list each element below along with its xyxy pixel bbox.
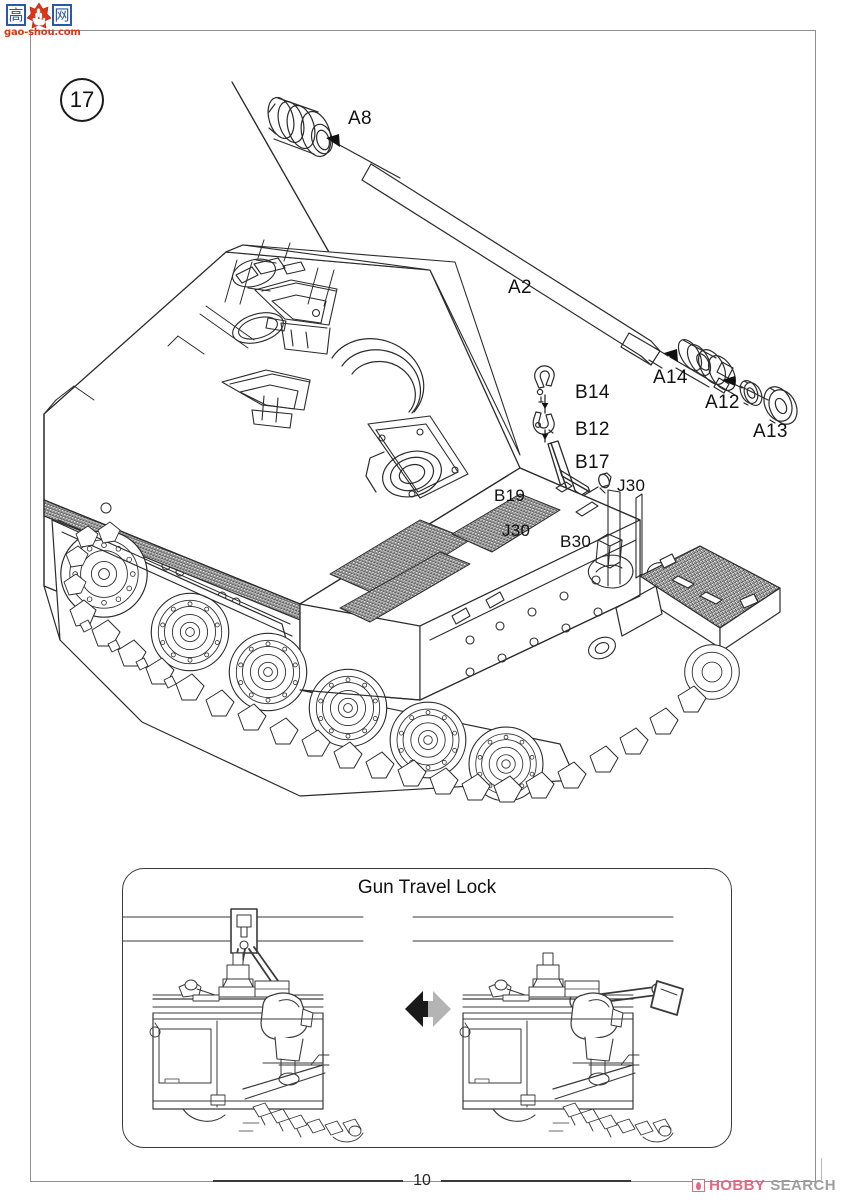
part-label-b30: B30	[560, 532, 592, 551]
gaoshou-watermark-logo: 高 网 gao-shou.com	[4, 2, 81, 48]
part-label-a12: A12	[705, 392, 740, 413]
hobby-search-word-search: SEARCH	[770, 1177, 836, 1194]
step-number-badge: 17	[60, 78, 104, 122]
hobby-search-flame-icon	[692, 1179, 706, 1192]
bidirectional-arrow-icon	[405, 991, 451, 1027]
footer-page-number: 10	[413, 1172, 431, 1189]
inset-title: Gun Travel Lock	[357, 877, 497, 898]
logo-char-wang: 网	[52, 4, 72, 26]
hobby-search-watermark: HOBBY SEARCH	[692, 1177, 836, 1194]
part-label-b19: B19	[494, 486, 526, 505]
logo-char-gao: 高	[6, 4, 26, 26]
part-label-j30-right: J30	[617, 476, 646, 495]
part-label-b17: B17	[575, 452, 610, 473]
part-label-a14: A14	[653, 367, 688, 388]
part-label-b14: B14	[575, 382, 610, 403]
part-label-j30-left: J30	[502, 521, 531, 540]
inset-artwork	[123, 908, 684, 1143]
logo-flame-hand-icon	[26, 2, 52, 29]
logo-domain-text: gao-shou.com	[4, 27, 81, 38]
footer-rule-right	[440, 1180, 631, 1182]
page-footer: 10	[0, 1168, 844, 1194]
footer-rule-left	[213, 1180, 404, 1182]
hobby-search-word-hobby: HOBBY	[709, 1177, 766, 1194]
gun-travel-lock-inset: Gun Travel Lock	[122, 868, 732, 1148]
part-label-a13: A13	[753, 421, 788, 442]
part-label-b12: B12	[575, 419, 610, 440]
part-label-a2: A2	[508, 277, 532, 298]
page-border-frame	[30, 30, 816, 1182]
hobby-search-tick-mark	[821, 1158, 822, 1180]
part-label-a8: A8	[348, 108, 372, 129]
